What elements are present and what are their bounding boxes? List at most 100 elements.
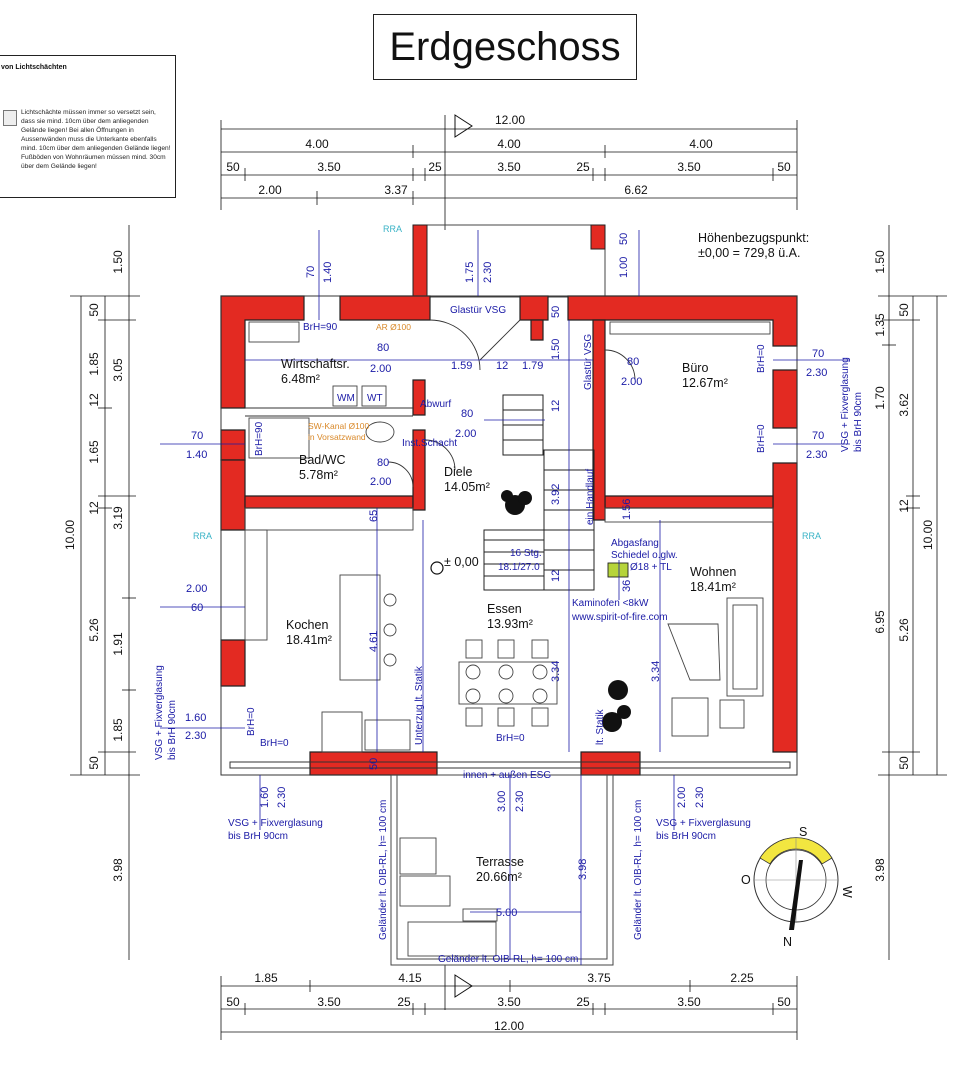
dim-i12b: 12 xyxy=(550,400,562,412)
dim-i80a: 80 xyxy=(377,342,389,354)
terrace xyxy=(390,774,614,966)
dim-r-50b: 50 xyxy=(897,756,911,770)
dim-i230b: 2.30 xyxy=(276,787,288,808)
dim-top-50a: 50 xyxy=(226,160,240,174)
dim-i160: 1.60 xyxy=(259,787,271,808)
label-rra-top: RRA xyxy=(383,224,402,234)
dim-r-1000: 10.00 xyxy=(921,520,935,550)
label-abgas3: Ø18 + TL xyxy=(630,562,672,573)
label-brh0-buero1: BrH=0 xyxy=(756,344,767,373)
dim-i50: 50 xyxy=(618,233,630,245)
dim-i398: 3.98 xyxy=(577,859,589,880)
room-diele-name: Diele xyxy=(444,465,473,479)
dim-bot-375: 3.75 xyxy=(587,971,611,985)
dim-top-25a: 25 xyxy=(428,160,442,174)
building-outline xyxy=(220,295,798,776)
label-level: ± 0,00 xyxy=(444,555,479,569)
dim-top-400a: 4.00 xyxy=(305,137,329,151)
room-wohnen-area: 18.41m² xyxy=(690,580,736,594)
room-bad-area: 5.78m² xyxy=(299,468,338,482)
dim-i100: 1.00 xyxy=(618,257,630,278)
dim-i200e: 2.00 xyxy=(676,787,688,808)
label-glastuer: Glastür VSG xyxy=(450,305,506,316)
dim-r-526: 5.26 xyxy=(897,618,911,642)
room-wohnen-name: Wohnen xyxy=(690,565,736,579)
dim-l-319: 3.19 xyxy=(111,506,125,530)
dim-l-12b: 12 xyxy=(87,501,101,515)
dim-r-398: 3.98 xyxy=(873,858,887,882)
dim-top-400b: 4.00 xyxy=(497,137,521,151)
dim-l-50: 50 xyxy=(87,303,101,317)
dim-i159: 1.59 xyxy=(451,360,472,372)
dim-i12c: 12 xyxy=(550,570,562,582)
dim-i334a: 3.34 xyxy=(550,661,562,682)
label-handlauf: ein Handlauf xyxy=(585,469,596,525)
dim-w160: 1.60 xyxy=(185,712,206,724)
label-vsg-left-a: VSG + Fixverglasung xyxy=(154,665,165,760)
dim-r-50: 50 xyxy=(897,303,911,317)
label-statik2: lt. Statik xyxy=(595,708,606,745)
lightwell-note: von Lichtschächten Lichtschächte müssen … xyxy=(0,55,176,198)
dim-bot-350a: 3.50 xyxy=(317,995,341,1009)
dim-r-150: 1.50 xyxy=(873,250,887,274)
dim-l-50b: 50 xyxy=(87,756,101,770)
room-kochen-area: 18.41m² xyxy=(286,633,332,647)
room-diele-area: 14.05m² xyxy=(444,480,490,494)
label-kamin2: www.spirit-of-fire.com xyxy=(571,612,668,623)
room-terrasse-name: Terrasse xyxy=(476,855,524,869)
dim-i179: 1.79 xyxy=(522,360,543,372)
stairs xyxy=(483,394,595,591)
entrance-porch xyxy=(412,224,606,298)
label-brh0-kochen: BrH=0 xyxy=(246,707,257,736)
dim-l-526: 5.26 xyxy=(87,618,101,642)
compass-w: W xyxy=(840,886,854,898)
dim-top-662: 6.62 xyxy=(624,183,648,197)
note-text: Lichtschächte müssen immer so versetzt s… xyxy=(21,109,171,170)
dim-bot-25a: 25 xyxy=(397,995,411,1009)
plan-title-box: Erdgeschoss xyxy=(373,14,637,80)
label-unterzug: Unterzug lt. Statik xyxy=(414,665,425,745)
reference-line1: Höhenbezugspunkt: xyxy=(698,231,809,245)
label-inst: Inst.Schacht xyxy=(402,438,457,449)
dim-i70: 70 xyxy=(305,266,317,278)
dim-top-50b: 50 xyxy=(777,160,791,174)
room-essen-name: Essen xyxy=(487,602,522,616)
compass-o: O xyxy=(741,873,751,887)
furniture xyxy=(244,321,774,957)
dim-i50c: 50 xyxy=(368,758,380,770)
label-vsg-bl-b: bis BrH 90cm xyxy=(228,831,288,842)
dim-w70c: 70 xyxy=(191,430,203,442)
right-dimension-lines xyxy=(878,225,947,960)
compass-s: S xyxy=(799,825,807,839)
label-vsg-br-b: bis BrH 90cm xyxy=(656,831,716,842)
dim-bot-415: 4.15 xyxy=(398,971,422,985)
door-swings xyxy=(387,319,636,488)
dim-w70a: 70 xyxy=(812,348,824,360)
label-gel-left: Geländer lt. OIB-RL, h= 100 cm xyxy=(378,800,389,940)
dim-bot-50a: 50 xyxy=(226,995,240,1009)
dim-i300: 3.00 xyxy=(496,791,508,812)
plant-icons xyxy=(501,490,631,732)
dim-top-350c: 3.50 xyxy=(677,160,701,174)
dim-i200c: 2.00 xyxy=(455,428,476,440)
label-gel-right: Geländer lt. OIB-RL, h= 100 cm xyxy=(633,800,644,940)
dim-top-337: 3.37 xyxy=(384,183,408,197)
dim-i80b: 80 xyxy=(627,356,639,368)
dim-r-362: 3.62 xyxy=(897,393,911,417)
label-rra-right: RRA xyxy=(802,531,821,541)
dim-r-135: 1.35 xyxy=(873,313,887,337)
dim-l-191: 1.91 xyxy=(111,632,125,656)
top-dimension-lines xyxy=(220,115,798,230)
dim-w70b: 70 xyxy=(812,430,824,442)
dim-bot-50b: 50 xyxy=(777,995,791,1009)
label-rra-left: RRA xyxy=(193,531,212,541)
dim-i36: 36 xyxy=(621,580,633,592)
label-wm: WM xyxy=(337,393,355,404)
dim-w200: 2.00 xyxy=(186,583,207,595)
dim-i230c: 2.30 xyxy=(514,791,526,812)
dim-i12: 12 xyxy=(496,360,508,372)
compass-rose xyxy=(753,837,839,930)
exterior-walls xyxy=(220,295,798,776)
dim-top-25b: 25 xyxy=(576,160,590,174)
dim-i200d: 2.00 xyxy=(370,476,391,488)
